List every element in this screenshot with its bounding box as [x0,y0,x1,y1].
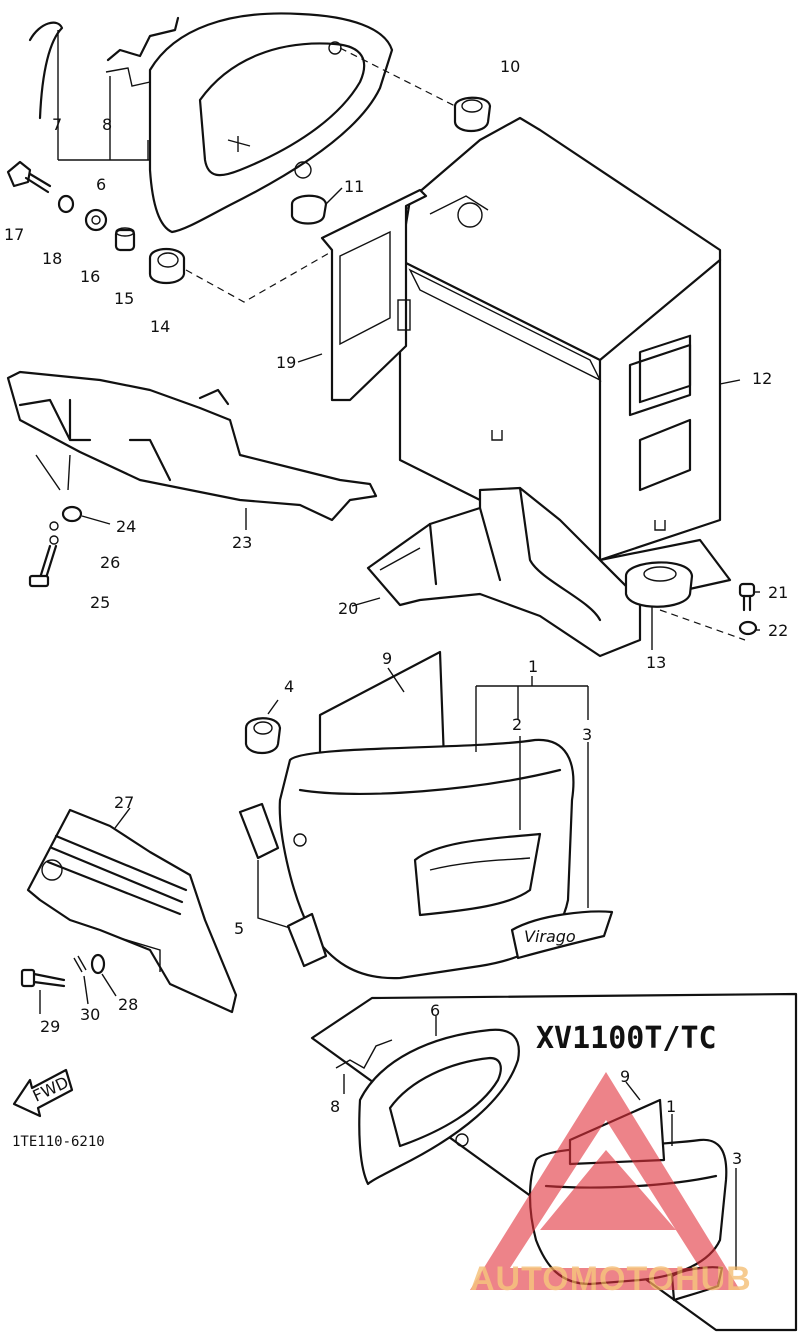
watermark: AUTOMOTOHUB [470,1072,752,1298]
callout-22: 22 [768,621,788,640]
inset-callout-3: 3 [732,1149,742,1168]
callout-20: 20 [338,599,358,618]
spacer-15 [114,227,136,252]
callout-3: 3 [582,725,592,744]
callout-27: 27 [114,793,134,812]
callout-9: 9 [382,649,392,668]
callout-18: 18 [42,249,62,268]
callout-7: 7 [52,115,62,134]
grommet-13 [624,561,694,608]
callout-21: 21 [768,583,788,602]
callout-29: 29 [40,1017,60,1036]
grommet-10 [453,96,492,133]
damper-5 [238,802,328,968]
washer-30 [73,955,87,973]
callout-10: 10 [500,57,520,76]
callout-28: 28 [118,995,138,1014]
callout-12: 12 [752,369,772,388]
inset-callout-8: 8 [330,1097,340,1116]
watermark-logo [470,1072,740,1290]
model-label: XV1100T/TC [536,1021,717,1056]
emblem-text: Virago [524,927,576,946]
panel-23 [6,370,378,522]
callout-8: 8 [102,115,112,134]
callout-19: 19 [276,353,296,372]
watermark-text: AUTOMOTOHUB [470,1260,752,1298]
nut-24 [61,505,111,525]
collar-16 [84,208,108,232]
callout-30: 30 [80,1005,100,1024]
grommet-4 [244,717,282,755]
callout-16: 16 [80,267,100,286]
callout-4: 4 [284,677,294,696]
callout-23: 23 [232,533,252,552]
battery-box-12 [398,116,722,562]
guard-27 [26,808,238,1014]
screw-29 [20,968,66,988]
callout-25: 25 [90,593,110,612]
callout-5: 5 [234,919,244,938]
bracket-19 [320,188,428,402]
callout-13: 13 [646,653,666,672]
filter-9 [318,650,446,764]
callout-11: 11 [344,177,364,196]
drawing-code: 1TE110-6210 [12,1134,105,1150]
bolt-21 [738,582,756,612]
inset-callout-1: 1 [666,1097,676,1116]
inset-callout-6: 6 [430,1001,440,1020]
emblem-3: Virago [510,910,614,960]
callout-2: 2 [512,715,522,734]
bolt-17 [6,160,52,194]
washer-18 [57,194,75,214]
callout-17: 17 [4,225,24,244]
callout-1: 1 [528,657,538,676]
grommet-14 [148,247,186,285]
grommet-11 [290,194,328,225]
fwd-arrow: FWD [12,1068,74,1118]
callout-6: 6 [96,175,106,194]
side-cover-1 [278,738,575,980]
inset-cover-6 [335,1028,520,1186]
clip-28 [90,953,106,975]
callouts: 1 2 3 4 5 6 7 8 9 10 11 12 13 14 15 16 1… [4,57,788,1168]
callout-14: 14 [150,317,170,336]
callout-15: 15 [114,289,134,308]
bolt-25 [28,544,58,588]
callout-26: 26 [100,553,120,572]
side-cover-upper [28,12,394,234]
nut-22 [738,620,758,636]
inset-callout-9: 9 [620,1067,630,1086]
washer-26 [49,521,59,545]
callout-24: 24 [116,517,136,536]
